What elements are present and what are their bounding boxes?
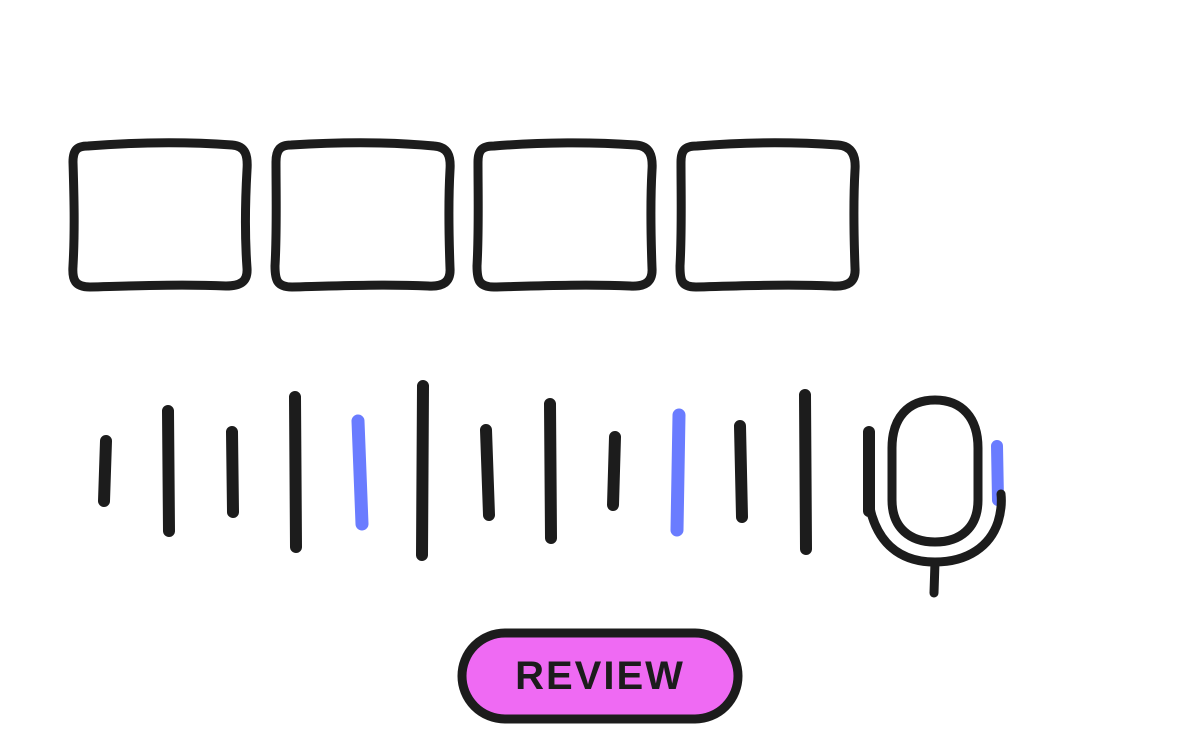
answer-slot-2[interactable] bbox=[270, 138, 455, 292]
answer-slot-1[interactable] bbox=[68, 138, 252, 292]
waveform-bar-highlighted bbox=[351, 414, 369, 531]
waveform-bar bbox=[416, 380, 429, 561]
waveform-bar bbox=[734, 420, 748, 523]
microphone-capsule bbox=[887, 395, 983, 547]
waveform-bar bbox=[162, 405, 175, 537]
waveform-bar bbox=[289, 391, 302, 553]
answer-slot-4[interactable] bbox=[675, 138, 860, 292]
answer-slot-3[interactable] bbox=[472, 138, 657, 292]
microphone-stand bbox=[929, 557, 940, 598]
waveform-bar bbox=[799, 389, 812, 555]
waveform-bar bbox=[480, 424, 495, 521]
waveform-bar bbox=[226, 426, 239, 518]
waveform-bar bbox=[544, 398, 557, 544]
microphone-icon[interactable] bbox=[863, 395, 1006, 598]
answer-slots bbox=[68, 138, 860, 292]
audio-waveform bbox=[98, 380, 875, 561]
waveform-bar bbox=[98, 435, 112, 507]
review-button-shape[interactable] bbox=[457, 628, 743, 724]
waveform-bar-highlighted bbox=[670, 408, 686, 537]
waveform-bar bbox=[607, 431, 621, 511]
